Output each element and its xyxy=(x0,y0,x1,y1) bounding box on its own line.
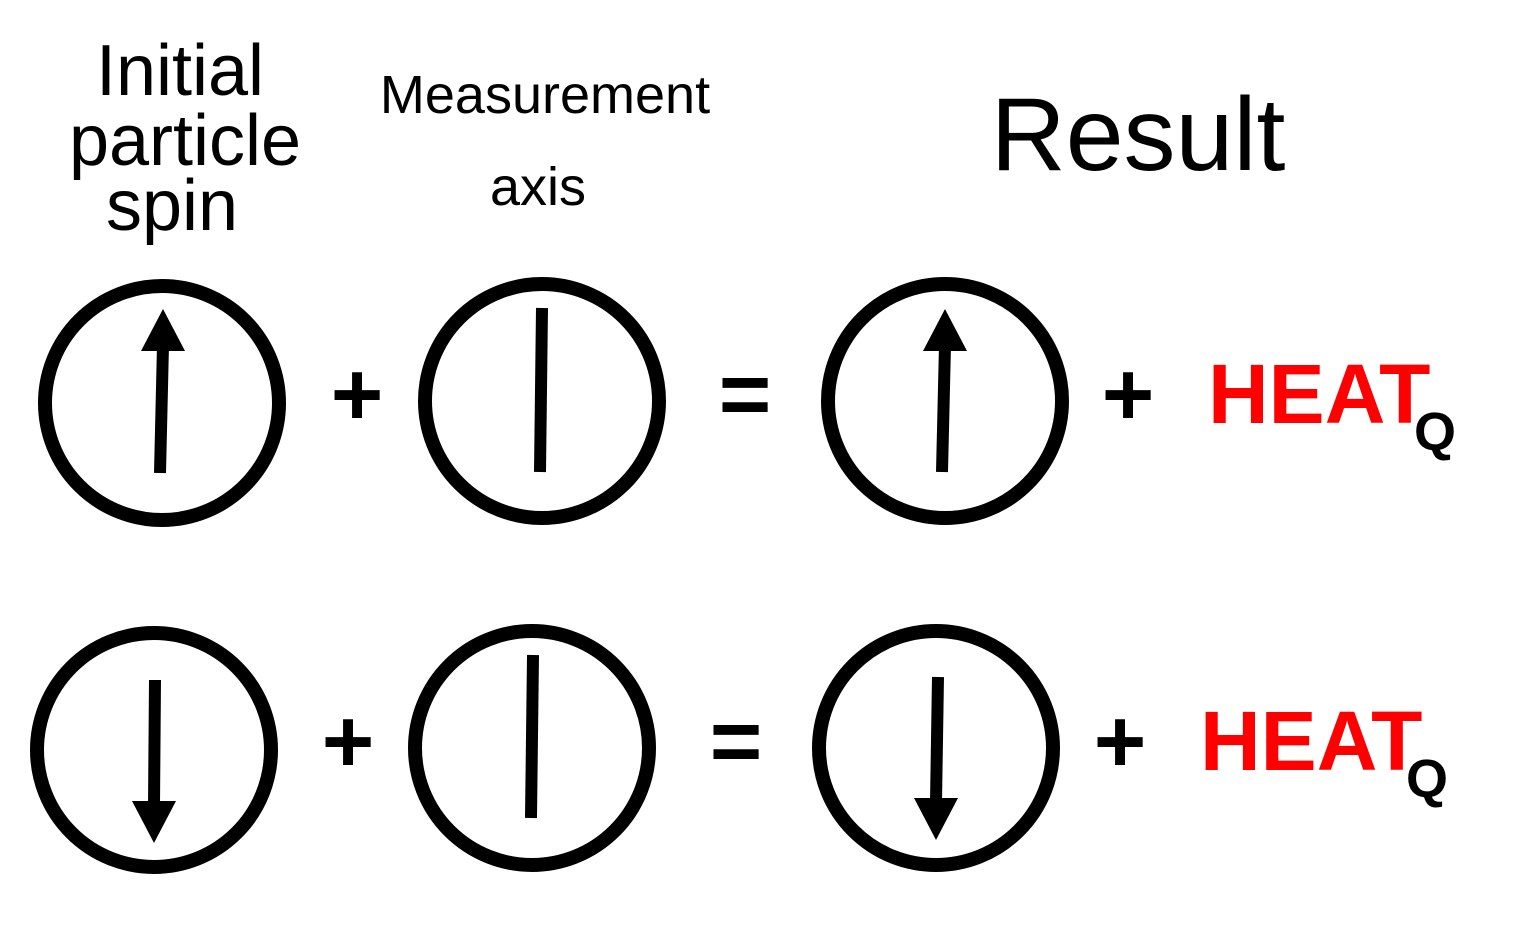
spin-down-icon xyxy=(30,626,278,874)
spin-up-icon xyxy=(821,277,1069,525)
heat-subscript: Q xyxy=(1406,749,1448,809)
equals-sign: = xyxy=(719,345,772,445)
measurement-axis-icon xyxy=(408,624,656,872)
header-result: Result xyxy=(991,77,1286,193)
header-measurement-1: Measurement xyxy=(380,65,710,125)
heat-subscript: Q xyxy=(1414,402,1456,462)
plus-sign: + xyxy=(331,345,384,445)
spin-down-icon xyxy=(812,624,1060,872)
header-initial-2: particle xyxy=(69,101,301,181)
row-2: + = + HEAT Q xyxy=(30,624,1448,874)
plus-sign: + xyxy=(1094,692,1147,792)
header-initial-1: Initial xyxy=(96,31,264,111)
header-measurement-2: axis xyxy=(490,157,586,217)
spin-up-icon xyxy=(38,279,286,527)
heat-label: HEAT xyxy=(1208,347,1430,441)
equals-sign: = xyxy=(710,692,763,792)
plus-sign: + xyxy=(322,692,375,792)
header-initial-3: spin xyxy=(106,166,238,246)
measurement-axis-icon xyxy=(418,277,666,525)
row-1: + = + HEAT Q xyxy=(38,277,1456,527)
plus-sign: + xyxy=(1102,345,1155,445)
heat-label: HEAT xyxy=(1200,694,1422,788)
